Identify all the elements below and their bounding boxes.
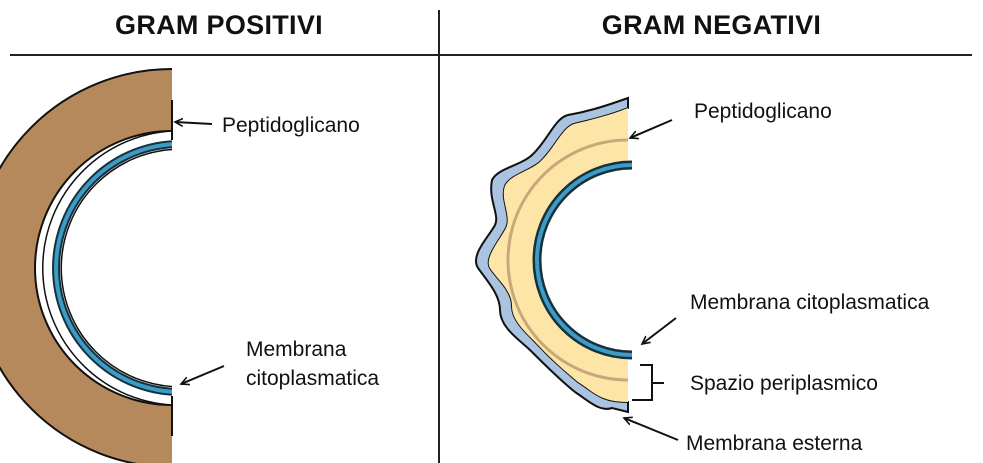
gram-positive-wall [4,60,202,463]
gp-label-membrane-line1: Membrana [246,337,346,362]
gn-arrow-peptidoglycan [630,120,672,138]
gn-label-peptidoglycan: Peptidoglicano [694,99,832,124]
gp-label-peptidoglycan: Peptidoglicano [222,113,360,138]
gram-negative-wall [476,98,632,412]
gn-arrow-outer-membrane [624,418,678,440]
gn-label-cytoplasmic-membrane: Membrana citoplasmatica [690,290,929,315]
gn-bracket-periplasmic [632,365,664,400]
gn-arrow-membrane [642,318,676,344]
gp-label-membrane-line2: citoplasmatica [246,366,379,391]
gn-label-outer-membrane: Membrana esterna [686,431,862,456]
gn-label-periplasmic-space: Spazio periplasmico [690,371,878,396]
